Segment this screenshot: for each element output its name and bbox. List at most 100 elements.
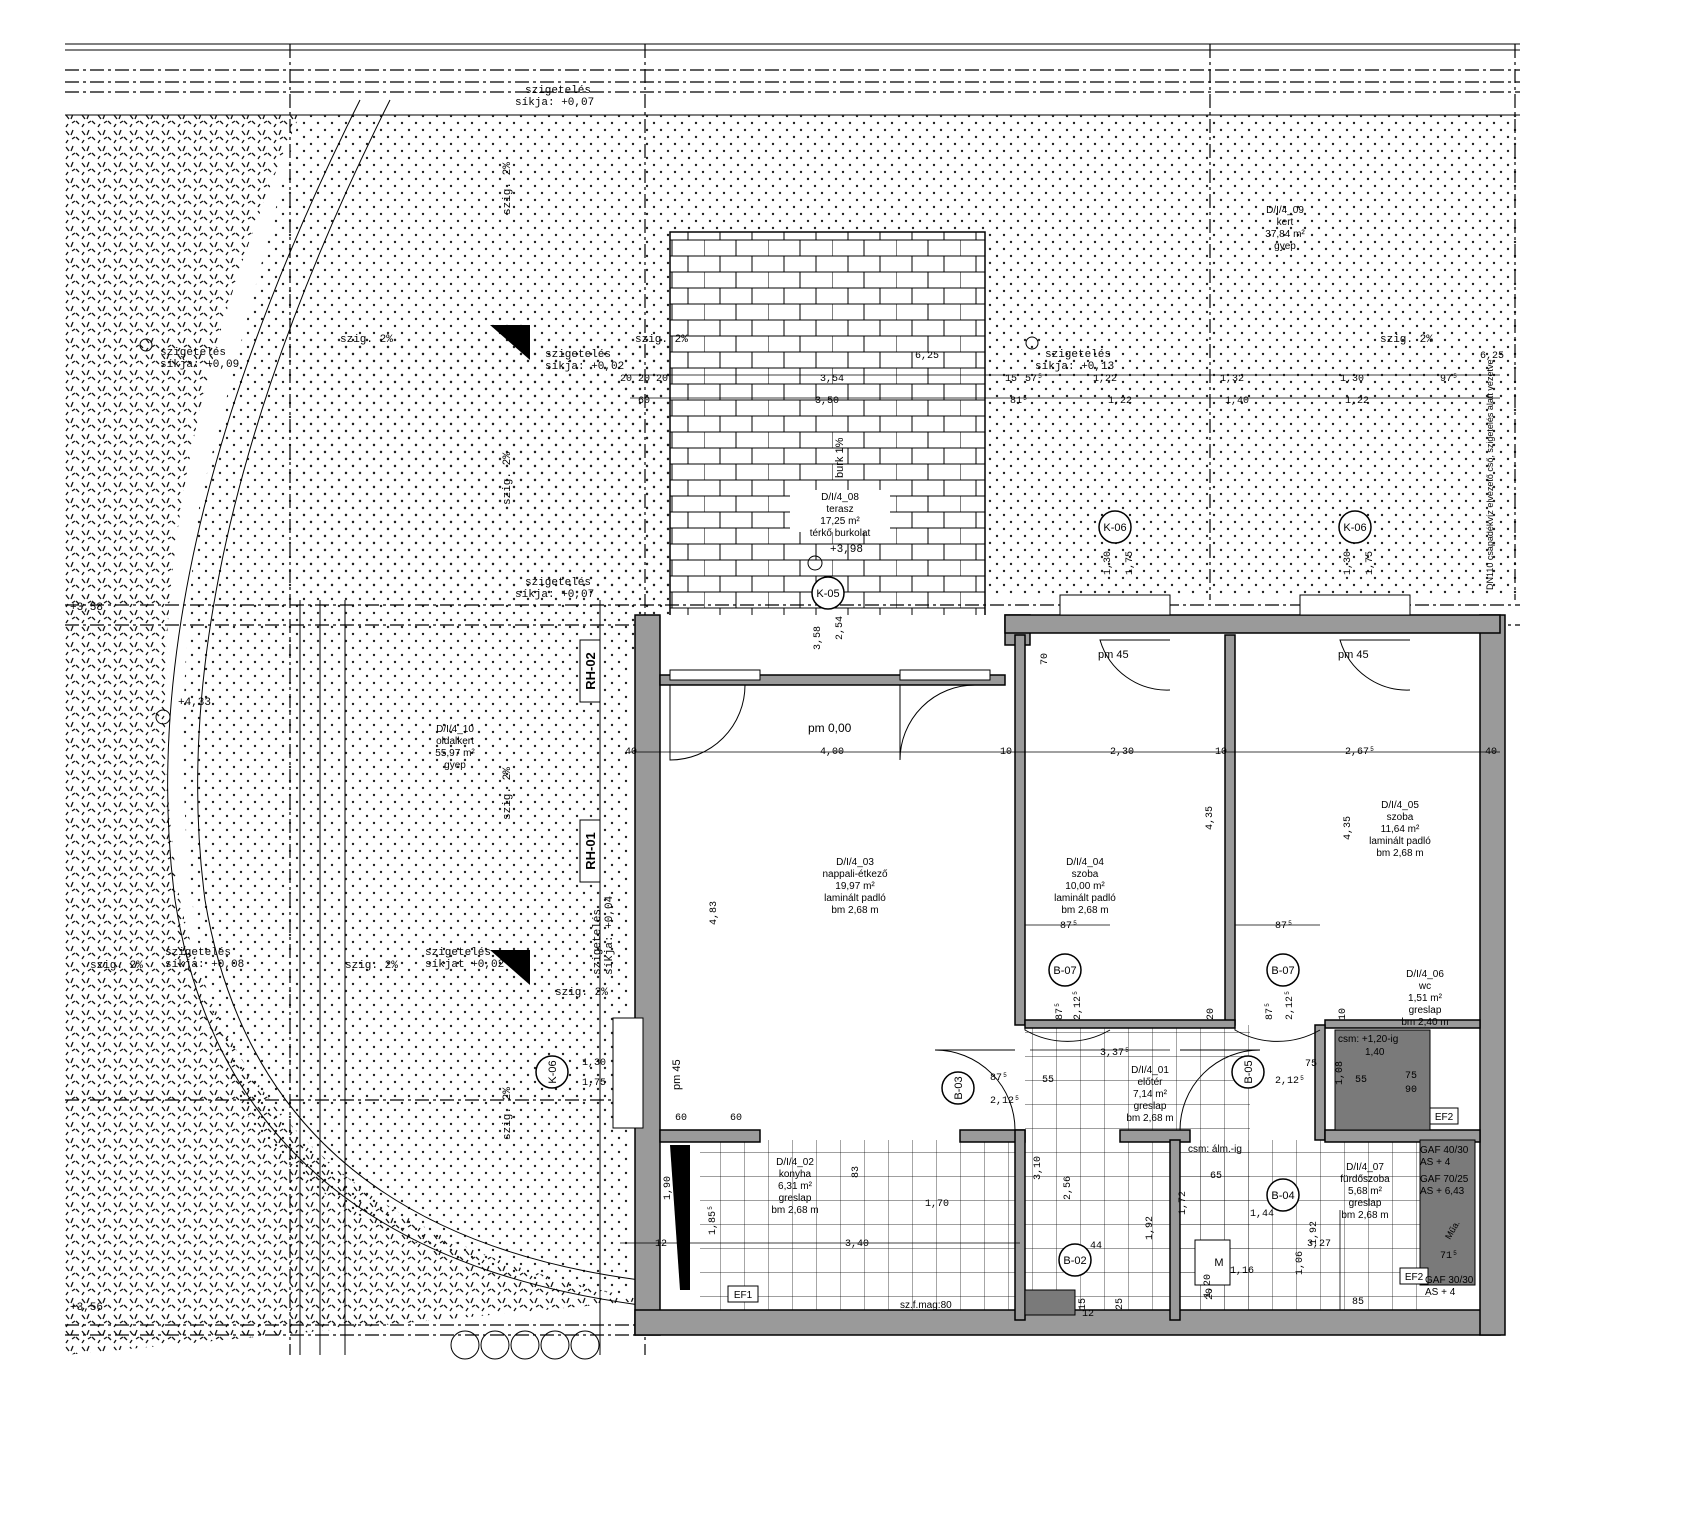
room-name: előtér <box>1137 1077 1163 1088</box>
svg-text:EF1: EF1 <box>734 1290 753 1301</box>
room-area: 19,97 m² <box>835 881 875 892</box>
room-id: D/I/4_01 <box>1131 1065 1169 1076</box>
tag-b03: B-03 <box>941 1071 975 1105</box>
room-height: bm 2,40 m <box>1401 1017 1448 1028</box>
slope-labels: szig. 2% szig. 2% szig. 2% szig. 2% szig… <box>90 162 1433 1140</box>
svg-text:síkja: +0,13: síkja: +0,13 <box>1035 361 1114 373</box>
svg-text:B-05: B-05 <box>1243 1060 1255 1083</box>
area-size: 37,84 m² <box>1265 229 1305 240</box>
walls <box>634 614 1506 1336</box>
dimension: 3,10 <box>1033 1156 1044 1180</box>
area-size: 55,97 m² <box>435 748 475 759</box>
dimension: 1,72 <box>1178 1191 1189 1215</box>
dimension: 1,08 <box>1335 1061 1346 1085</box>
dimension: 12 <box>1082 1309 1094 1320</box>
bath-tub-area <box>1419 1139 1476 1286</box>
outdoor-label-garden: D/I/4_09 kert 37,84 m² gyep <box>1265 205 1305 252</box>
room-area: 11,64 m² <box>1381 824 1420 835</box>
garden-area-side <box>183 115 671 1295</box>
dimension: 3,50 <box>815 396 839 407</box>
room-label-bathroom: D/I/4_07 fürdőszoba 5,68 m² greslap bm 2… <box>1340 1162 1390 1221</box>
outdoor-label-side-garden: D/I/4_10 oldalkert 55,97 m² gyep <box>435 724 475 771</box>
slope-label: szig. 2% <box>555 987 608 999</box>
svg-text:szigetelés: szigetelés <box>1045 349 1111 361</box>
tag-ef2: EF2 <box>1399 1267 1429 1285</box>
room-area: 10,00 m² <box>1065 881 1105 892</box>
dimension-lines <box>620 374 1500 1310</box>
dimension: 3,58 <box>813 626 824 650</box>
windows <box>612 594 1411 1129</box>
dimension: 2,30 <box>1110 747 1134 758</box>
dimension: 1,40 <box>1225 396 1249 407</box>
room-floor: greslap <box>1134 1101 1167 1112</box>
insulation-notes: szigetelés síkja: +0,07 szigetelés síkja… <box>160 85 1114 975</box>
dimension: 1,92 <box>1145 1216 1156 1240</box>
tag-rh02: RH-02 <box>579 639 601 703</box>
room-floor: greslap <box>1349 1198 1382 1209</box>
dimension: 65 <box>1210 1171 1222 1182</box>
room-label-bedroom-1: D/I/4_04 szoba 10,00 m² laminált padló b… <box>1054 857 1116 916</box>
room-id: D/I/4_02 <box>776 1157 814 1168</box>
garden-arc-outer <box>167 99 641 1306</box>
room-id: D/I/4_07 <box>1346 1162 1384 1173</box>
area-id: D/I/4_08 <box>821 492 859 503</box>
dimension: 20 <box>1206 1008 1217 1020</box>
gaf-note: GAF 70/25 <box>1420 1174 1469 1185</box>
svg-text:szigetelés: szigetelés <box>525 577 591 589</box>
dimension-texts: 6,25 20 20 20 3,54 3,50 60 15 57⁵ 81⁵ 1,… <box>582 351 1504 1320</box>
dimension: 1,30 <box>1343 551 1354 575</box>
room-floor: laminált padló <box>1054 893 1116 904</box>
wc-fixture-area <box>1334 1029 1431 1131</box>
dimension: 57⁵ <box>1025 374 1043 385</box>
garden-strip-left <box>300 335 670 597</box>
dimension: 71⁵ <box>1440 1251 1458 1262</box>
dimension: 1,30 <box>1340 374 1364 385</box>
tag-b05: B-05 <box>1231 1055 1265 1089</box>
dimension: 3,40 <box>845 1239 869 1250</box>
room-name: szoba <box>1387 812 1414 823</box>
svg-text:szigetelés: szigetelés <box>545 349 611 361</box>
insulation-note: szigetelés síkja: +0,02 <box>545 349 624 373</box>
room-floor: greslap <box>779 1193 812 1204</box>
area-name: terasz <box>826 504 853 515</box>
dimension: 1,70 <box>925 1199 949 1210</box>
dimension: 55 <box>1042 1075 1054 1086</box>
gaf-note: GAF 30/30 <box>1425 1275 1474 1286</box>
svg-text:síkja: +0,02: síkja: +0,02 <box>545 361 624 373</box>
svg-text:szigetelés: szigetelés <box>425 947 491 959</box>
dimension: 85 <box>1352 1297 1364 1308</box>
dimension: 1,20 <box>1203 1274 1214 1298</box>
room-name: fürdőszoba <box>1340 1174 1390 1185</box>
dimension: 44 <box>1090 1241 1102 1252</box>
dimension: 87⁵ <box>1060 921 1078 932</box>
room-name: wc <box>1418 981 1431 992</box>
svg-text:síkja: +0,07: síkja: +0,07 <box>515 97 594 109</box>
dimension: 4,00 <box>820 747 844 758</box>
tag-k06: K-06 <box>1098 510 1132 544</box>
tag-k06: K-06 <box>535 1055 569 1089</box>
dimension: 4,35 <box>1343 816 1354 840</box>
stair-marker <box>490 325 530 360</box>
top-boundary <box>65 43 1520 116</box>
svg-text:K-05: K-05 <box>816 588 839 600</box>
slope-label: szig. 2% <box>502 452 514 505</box>
room-floor: greslap <box>1409 1005 1442 1016</box>
insulation-note: szigetelés síkjat +0,02 <box>425 947 504 971</box>
stair-marker-2 <box>490 950 530 985</box>
dimension: 10 <box>1338 1008 1349 1020</box>
tag-k06: K-06 <box>1338 510 1372 544</box>
svg-text:B-07: B-07 <box>1053 965 1076 977</box>
room-height: bm 2,68 m <box>1061 905 1108 916</box>
dimension: 12 <box>678 1239 690 1250</box>
svg-text:szigetelés: szigetelés <box>165 947 231 959</box>
room-area: 7,14 m² <box>1133 1089 1168 1100</box>
room-label-kitchen: D/I/4_02 konyha 6,31 m² greslap bm 2,68 … <box>771 1157 818 1216</box>
room-height: bm 2,68 m <box>1126 1113 1173 1124</box>
dimension: 1,85⁵ <box>708 1205 719 1235</box>
grass-area-west <box>65 115 650 1355</box>
dimension: 2,12⁵ <box>1275 1076 1305 1087</box>
dimension: 2,67⁵ <box>1345 747 1375 758</box>
svg-text:RH-01: RH-01 <box>583 832 598 870</box>
bath-tiles <box>1180 1140 1430 1320</box>
